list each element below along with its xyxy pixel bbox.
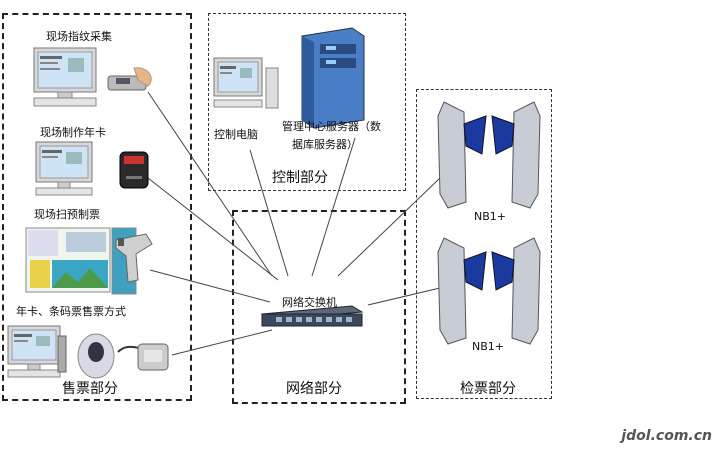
network-switch-device: [260, 305, 364, 327]
label-fingerprint: 现场指纹采集: [46, 30, 112, 43]
gate-nb1-lower: [437, 237, 541, 345]
link-barcode: [149, 269, 271, 303]
link-card-printer: [147, 177, 279, 281]
ticketing-region: [2, 13, 192, 401]
pc-control: [213, 57, 279, 109]
link-control-pc: [249, 149, 289, 277]
link-reader: [171, 329, 273, 356]
control-region: [208, 13, 406, 191]
link-gate2: [367, 287, 441, 306]
reader-devices: [57, 333, 169, 379]
watermark: jdol.com.cn: [621, 428, 712, 444]
network-region: [232, 210, 406, 404]
pc-annual-card: [35, 141, 93, 196]
connection-lines: [147, 91, 441, 356]
card-printer: [119, 151, 149, 189]
label-switch: 网络交换机: [282, 296, 337, 309]
server-tower: [301, 27, 365, 129]
pc-fingerprint: [33, 47, 97, 107]
section-ticketing: 售票部分: [62, 381, 118, 397]
barcode-scanner: [115, 233, 153, 283]
gate-nb1-upper: [437, 101, 541, 209]
label-server-line2: 据库服务器）: [292, 138, 358, 151]
label-server-line1: 管理中心服务器（数: [282, 120, 381, 133]
label-control-pc: 控制电脑: [214, 128, 258, 141]
label-gate1: NB1+: [474, 210, 506, 223]
section-network: 网络部分: [286, 381, 342, 397]
ticket-sample: [25, 227, 137, 295]
gate-region: [416, 89, 552, 399]
pc-sales: [7, 325, 61, 378]
label-annual-card: 现场制作年卡: [40, 126, 106, 139]
label-scan-ticket: 现场扫预制票: [34, 208, 100, 221]
section-gate: 检票部分: [460, 381, 516, 397]
label-gate2: NB1+: [472, 340, 504, 353]
fingerprint-scanner: [107, 67, 152, 91]
section-control: 控制部分: [272, 170, 328, 186]
link-fingerprint: [147, 91, 273, 277]
link-server: [311, 137, 356, 277]
link-gate1: [337, 177, 441, 277]
label-sales-methods: 年卡、条码票售票方式: [16, 305, 126, 318]
